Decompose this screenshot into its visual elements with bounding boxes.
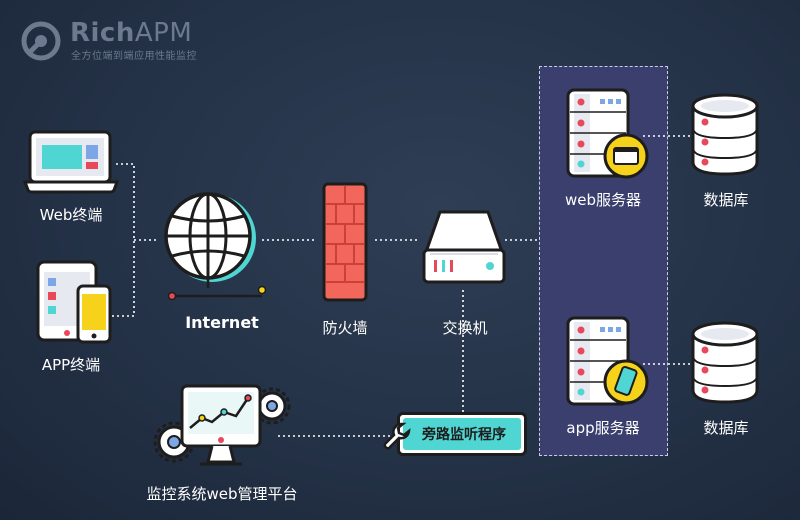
web-server-label: web服务器 xyxy=(564,191,642,209)
switch-icon xyxy=(422,210,506,284)
database-icon xyxy=(691,93,759,176)
monitor-platform-label: 监控系统web管理平台 xyxy=(146,485,298,503)
laptop-icon xyxy=(22,130,120,194)
bypass-monitor-label: 旁路监听程序 xyxy=(422,427,506,443)
app-server-icon xyxy=(566,316,649,406)
firewall-icon xyxy=(322,182,368,302)
wrench-icon xyxy=(383,422,411,450)
database-icon xyxy=(691,321,759,404)
bypass-monitor-box: 旁路监听程序 xyxy=(397,412,527,456)
globe-icon xyxy=(164,192,267,301)
brand-tagline: 全方位端到端应用性能监控 xyxy=(71,51,197,62)
web-client-label: Web终端 xyxy=(39,206,103,224)
mobile-devices-icon xyxy=(36,260,112,344)
database-1-label: 数据库 xyxy=(703,191,749,209)
web-server-icon xyxy=(566,88,649,179)
internet-label: Internet xyxy=(185,313,259,332)
richapm-logo-icon xyxy=(21,21,61,61)
app-server-label: app服务器 xyxy=(566,419,640,437)
database-2-label: 数据库 xyxy=(703,419,749,437)
brand-name-bold: Rich xyxy=(70,18,135,48)
brand-name-thin: APM xyxy=(134,18,193,48)
firewall-label: 防火墙 xyxy=(322,319,368,337)
switch-label: 交换机 xyxy=(442,319,488,337)
monitor-platform-icon xyxy=(153,384,291,466)
bypass-monitor-fill xyxy=(403,418,521,450)
app-client-label: APP终端 xyxy=(41,356,101,374)
brand-name: RichAPM xyxy=(70,18,192,48)
